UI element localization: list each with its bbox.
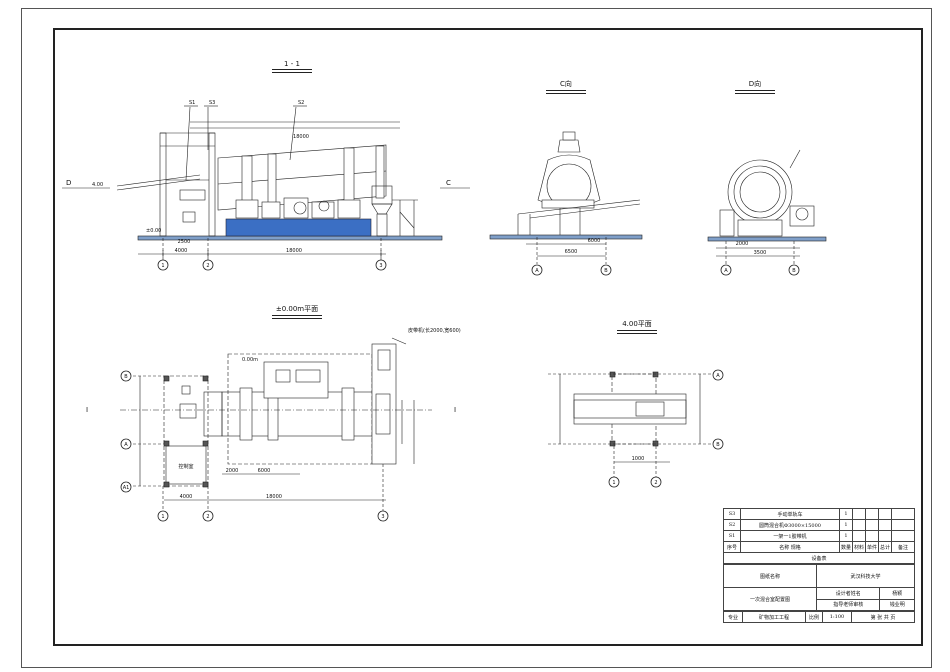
section-1-1-title: 1 - 1 <box>272 60 312 73</box>
scale-value: 1:100 <box>822 611 852 623</box>
dim-1000-p4: 1000 <box>632 456 645 462</box>
row-no: S1 <box>723 530 741 542</box>
table-row: S2 圆筒混合机Φ3000×15000 1 <box>723 519 915 531</box>
info-table: 图纸名称 武汉科技大学 一次混合室配置图 设计者姓名 杨颖 指导老师审核 钱业明 <box>723 564 915 611</box>
dim-4000-plan: 4000 <box>180 494 193 500</box>
axis-label-1-plan: 1 <box>161 514 164 520</box>
s3-label: S3 <box>209 100 215 106</box>
header-no: 序号 <box>723 541 741 553</box>
axis-label-3-plan: 3 <box>381 514 384 520</box>
header-w2: 总计 <box>878 541 892 553</box>
header-qty: 数量 <box>839 541 853 553</box>
dim-2500: 2500 <box>178 239 191 245</box>
drawing-border <box>53 28 923 646</box>
i-marker-right: I <box>454 406 456 414</box>
axis-label-b-d: B <box>792 268 796 274</box>
outer-border <box>21 8 932 668</box>
axis-label-b-p4: B <box>716 442 720 448</box>
drawing-name: 一次混合室配置图 <box>723 587 817 611</box>
table-row: S1 一架一1胶带机 1 <box>723 530 915 542</box>
header-mat: 材料 <box>852 541 866 553</box>
school-name: 武汉科技大学 <box>816 564 915 588</box>
axis-label-2: 2 <box>206 263 209 269</box>
view-d <box>707 149 827 264</box>
axis-label-3: 3 <box>379 263 382 269</box>
s2-label: S2 <box>298 100 304 106</box>
d-marker: D <box>66 179 71 187</box>
axis-label-1-p4: 1 <box>612 480 615 486</box>
table-header: 序号 名称 规格 数量 材料 单件 总计 备注 <box>723 541 915 553</box>
advisor-label: 指导老师审核 <box>815 598 881 611</box>
dim-3500-d: 3500 <box>754 250 767 256</box>
dim-6000-plan: 6000 <box>258 468 271 474</box>
plan-level-note: 0.00m <box>242 357 258 363</box>
plan-4-title: 4.00平面 <box>617 319 657 334</box>
drawing-name-label: 图纸名称 <box>723 564 817 588</box>
dim-18000-plan: 18000 <box>266 494 282 500</box>
plan-0-title: ±0.00m平面 <box>272 304 322 319</box>
s1-label: S1 <box>189 100 195 106</box>
dim-level-0: ±0.00 <box>146 228 161 234</box>
row-qty: 1 <box>839 530 853 542</box>
axis-label-2-p4: 2 <box>654 480 657 486</box>
row-no: S3 <box>723 508 741 520</box>
dim-18000-top: 18000 <box>293 134 309 140</box>
plan-callout-note: 皮带机(长2000,宽600) <box>408 327 461 334</box>
row-name: 圆筒混合机Φ3000×15000 <box>740 519 840 531</box>
axis-label-a1-plan: A1 <box>123 485 130 491</box>
table-row: S3 手动单轨车 1 <box>723 508 915 520</box>
view-d-title: D向 <box>735 79 775 94</box>
plan-4-view <box>548 371 712 478</box>
view-c <box>489 131 643 264</box>
sheet-number: 第 张 共 页 <box>851 611 915 623</box>
scale-label: 比例 <box>805 611 823 623</box>
designer-label: 设计者姓名 <box>815 587 881 600</box>
row-name: 一架一1胶带机 <box>740 530 840 542</box>
row-qty: 1 <box>839 508 853 520</box>
row-name: 手动单轨车 <box>740 508 840 520</box>
dim-6500-c: 6500 <box>565 249 578 255</box>
view-c-title: C向 <box>546 79 586 94</box>
row-qty: 1 <box>839 519 853 531</box>
plan-0-view <box>120 337 432 516</box>
major-label: 专业 <box>723 611 743 623</box>
major-value: 矿物加工工程 <box>742 611 806 623</box>
dim-2000-d: 2000 <box>736 241 749 247</box>
axis-label-2-plan: 2 <box>206 514 209 520</box>
title-block: S3 手动单轨车 1 S2 圆筒混合机Φ3000×15000 1 S1 一架一1… <box>723 508 915 642</box>
dim-2000-plan: 2000 <box>226 468 239 474</box>
dim-18000-1: 18000 <box>286 248 302 254</box>
designer-name: 杨颖 <box>879 587 915 600</box>
i-marker-left: I <box>86 406 88 414</box>
axis-label-1: 1 <box>161 263 164 269</box>
header-remark: 备注 <box>891 541 915 553</box>
c-marker: C <box>446 179 451 187</box>
dim-level-4: 4.00 <box>92 182 103 188</box>
header-name: 名称 规格 <box>740 541 840 553</box>
axis-label-a-d: A <box>724 268 728 274</box>
axis-label-a-plan: A <box>124 442 128 448</box>
footer-table: 专业 矿物加工工程 比例 1:100 第 张 共 页 <box>723 611 915 623</box>
parts-table: S3 手动单轨车 1 S2 圆筒混合机Φ3000×15000 1 S1 一架一1… <box>723 508 915 564</box>
room-label: 控制室 <box>178 463 193 470</box>
section-1-1-view <box>62 105 470 262</box>
axis-label-b-plan: B <box>124 374 128 380</box>
axis-markers <box>120 259 800 522</box>
table-caption: 设备表 <box>723 552 915 564</box>
axis-label-a-p4: A <box>716 373 720 379</box>
dim-4000-1: 4000 <box>175 248 188 254</box>
row-no: S2 <box>723 519 741 531</box>
header-w1: 单件 <box>865 541 879 553</box>
axis-label-b-c: B <box>604 268 608 274</box>
dim-6000-c: 6000 <box>588 238 601 244</box>
axis-label-a-c: A <box>535 268 539 274</box>
advisor-name: 钱业明 <box>879 598 915 611</box>
